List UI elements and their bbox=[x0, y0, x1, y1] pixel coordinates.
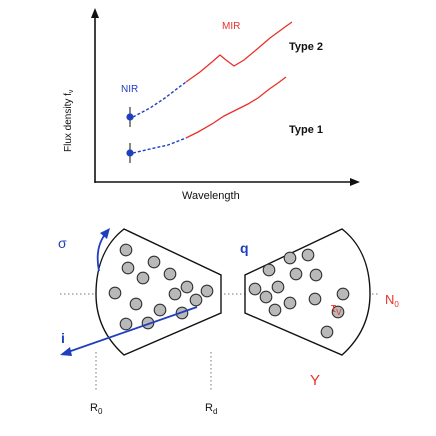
y-axis-label: Flux density fν bbox=[63, 89, 75, 152]
cloud bbox=[180, 280, 194, 294]
nir-point-1 bbox=[126, 113, 134, 121]
cloud bbox=[248, 282, 262, 296]
cloud bbox=[147, 255, 161, 269]
cloud bbox=[129, 297, 143, 311]
cloud bbox=[320, 325, 334, 339]
tau-label: τV bbox=[331, 300, 342, 317]
cloud bbox=[336, 287, 350, 301]
left-clouds bbox=[108, 243, 214, 331]
right-torus-wedge bbox=[244, 228, 371, 356]
nir-label: NIR bbox=[121, 84, 138, 95]
i-label: i bbox=[61, 330, 65, 346]
cloud bbox=[136, 271, 150, 285]
q-label: q bbox=[240, 240, 249, 256]
cloud bbox=[189, 293, 203, 307]
cloud bbox=[163, 267, 177, 281]
y-label: Y bbox=[310, 372, 320, 389]
sed-panel: Flux density fν Wavelength NIR MIR Type … bbox=[63, 8, 360, 202]
rd-label: Rd bbox=[205, 402, 217, 416]
sigma-arrowhead bbox=[100, 228, 110, 239]
cloud bbox=[259, 290, 273, 304]
cloud bbox=[200, 284, 214, 298]
type1-label: Type 1 bbox=[289, 124, 323, 136]
cloud bbox=[108, 286, 122, 300]
torus-panel: σ i q τV N0 Y R0 Rd bbox=[58, 228, 399, 416]
y-axis-arrow bbox=[91, 8, 99, 18]
type2-nir-dashed bbox=[132, 81, 187, 118]
cloud bbox=[283, 296, 297, 310]
nir-point-2 bbox=[126, 149, 134, 157]
cloud bbox=[308, 292, 322, 306]
cloud bbox=[121, 261, 135, 275]
cloud bbox=[309, 268, 323, 282]
line-of-sight-arrowhead bbox=[60, 347, 72, 356]
x-axis-arrow bbox=[350, 178, 360, 186]
cloud bbox=[268, 303, 282, 317]
cloud bbox=[301, 248, 315, 262]
cloud bbox=[119, 317, 133, 331]
r0-label: R0 bbox=[90, 402, 103, 416]
cloud bbox=[283, 251, 297, 265]
cloud bbox=[153, 303, 167, 317]
line-of-sight bbox=[67, 306, 198, 353]
cloud bbox=[168, 287, 182, 301]
type1-mir-curve bbox=[185, 76, 287, 139]
sigma-label: σ bbox=[58, 235, 67, 251]
cloud bbox=[271, 280, 285, 294]
type1-nir-dashed bbox=[132, 137, 187, 154]
n0-label: N0 bbox=[385, 292, 399, 309]
cloud bbox=[331, 305, 345, 319]
x-axis-label: Wavelength bbox=[182, 190, 240, 202]
cloud bbox=[262, 263, 276, 277]
type2-mir-curve bbox=[185, 21, 293, 83]
cloud bbox=[119, 243, 133, 257]
type2-label: Type 2 bbox=[289, 41, 323, 53]
right-clouds bbox=[248, 248, 350, 339]
cloud bbox=[289, 267, 303, 281]
mir-label: MIR bbox=[222, 21, 240, 32]
